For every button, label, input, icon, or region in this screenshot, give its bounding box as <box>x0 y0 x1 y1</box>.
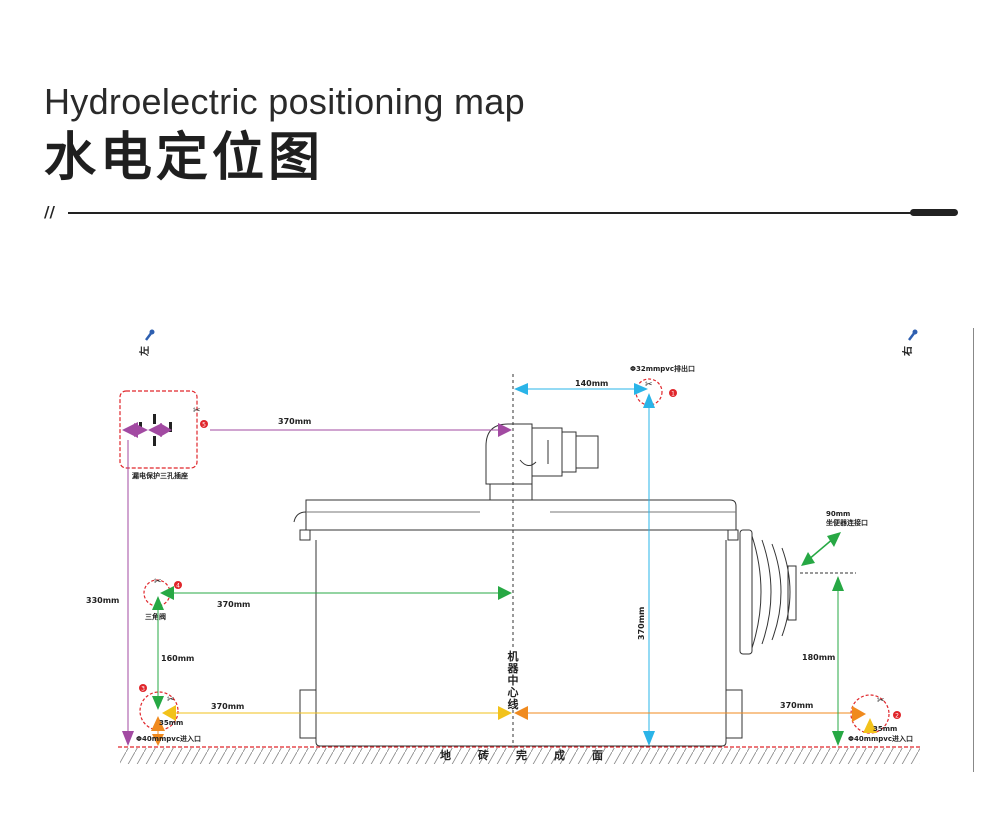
floor-label-char: 地 <box>440 748 451 762</box>
socket-offset-value: 370mm <box>278 417 311 426</box>
svg-text:5: 5 <box>202 422 206 429</box>
inlet-left-point: ✂ 3 <box>139 684 179 731</box>
scissors-icon: ✂ <box>167 695 175 705</box>
inlet-left-height-dimension <box>152 728 164 746</box>
marker-badge <box>174 581 182 589</box>
inlet-right-label: Φ40mmpvc进入口 <box>848 734 913 743</box>
inlet-right-offset-value: 370mm <box>780 701 813 710</box>
toilet-connection-height-dimension <box>832 576 844 746</box>
svg-text:4: 4 <box>176 583 180 590</box>
divider-end-cap <box>910 209 958 216</box>
outlet-height-dimension <box>643 393 655 746</box>
socket-height-value: 330mm <box>86 596 119 605</box>
outlet-offset-value: 140mm <box>575 379 608 388</box>
toilet-connection-size: 90mm <box>826 510 850 518</box>
center-label-char: 器 <box>507 662 520 675</box>
socket-height-dimension <box>122 440 134 746</box>
inlet-left-label: Φ40mmpvc进入口 <box>136 734 201 743</box>
right-side-label: 右 <box>901 346 914 357</box>
svg-text:2: 2 <box>895 713 899 720</box>
marker-badge <box>200 420 208 428</box>
valve-offset-dimension <box>160 586 512 600</box>
svg-text:3: 3 <box>141 686 145 693</box>
inlet-right-height-value: 35mm <box>873 725 897 733</box>
inlet-left-offset-value: 370mm <box>211 702 244 711</box>
inlet-right-point: ✂ 2 <box>850 694 901 734</box>
diagram-frame-edge <box>973 328 974 772</box>
marker-badge <box>893 711 901 719</box>
socket-zone <box>119 390 198 469</box>
socket-label: 漏电保护三孔插座 <box>132 471 188 480</box>
floor-hatching <box>120 748 920 764</box>
marker-badge <box>669 389 677 397</box>
center-label-char: 心 <box>508 686 519 699</box>
scissors-icon: ✂ <box>645 380 653 390</box>
page-title-english: Hydroelectric positioning map <box>44 81 525 122</box>
scissors-icon: ✂ <box>193 406 201 416</box>
valve-height-dimension <box>152 596 164 710</box>
toilet-connection-label: 坐便器连接口 <box>826 518 868 527</box>
pin-icon <box>145 329 155 341</box>
marker-badge <box>139 684 147 692</box>
center-label-char: 机 <box>508 649 519 663</box>
inlet-right-offset-dimension <box>514 706 852 720</box>
divider-line <box>68 212 914 214</box>
outlet-label: Φ32mmpvc排出口 <box>630 364 695 373</box>
valve-label: 三角阀 <box>145 612 166 621</box>
socket-offset-dimension <box>210 423 512 437</box>
floor-label-char: 面 <box>592 749 603 762</box>
floor-label: 地 砖 完 成 面 <box>440 748 603 762</box>
outlet-point: ✂ 1 <box>635 378 677 406</box>
scissors-icon: ✂ <box>154 577 162 587</box>
floor-label-char: 成 <box>554 748 565 762</box>
pin-icon <box>908 329 918 341</box>
floor-label-char: 完 <box>516 748 527 762</box>
svg-text:1: 1 <box>671 391 675 398</box>
center-line-label: 机 器 中 心 线 <box>505 648 521 711</box>
inlet-left-height-value: 35mm <box>159 719 183 727</box>
scissors-icon: ✂ <box>877 696 885 706</box>
valve-height-value: 160mm <box>161 654 194 663</box>
center-label-char: 中 <box>508 673 519 687</box>
center-label-char: 线 <box>508 697 519 711</box>
socket-point: ✂ 5 <box>122 406 208 446</box>
outlet-offset-dimension <box>514 383 648 395</box>
inlet-left-offset-dimension <box>176 706 512 720</box>
page-title-chinese: 水电定位图 <box>44 128 325 188</box>
section-marker: // <box>44 203 55 221</box>
valve-offset-value: 370mm <box>217 600 250 609</box>
toilet-connection-height-value: 180mm <box>802 653 835 662</box>
toilet-connection-diameter-arrow <box>801 532 841 566</box>
outlet-height-value: 370mm <box>637 607 646 640</box>
left-side-label: 左 <box>138 346 151 357</box>
floor-label-char: 砖 <box>478 748 489 762</box>
pump-unit <box>293 423 797 747</box>
